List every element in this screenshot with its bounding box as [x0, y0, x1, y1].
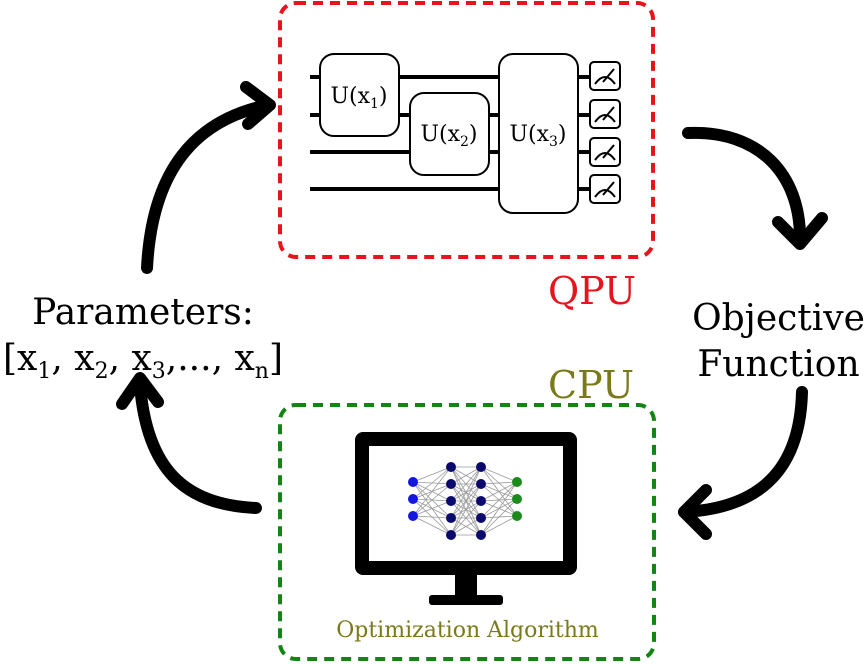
nn-node	[446, 513, 456, 523]
nn-node	[512, 511, 522, 521]
gate-u1: U(x1)	[319, 53, 400, 137]
measurement-meter-icon	[589, 137, 621, 167]
nn-node	[476, 479, 486, 489]
measurement-meter-icon	[589, 174, 621, 204]
nn-node	[476, 496, 486, 506]
arrow-cpu-to-parameters	[116, 372, 262, 514]
nn-edge	[480, 481, 518, 536]
nn-node	[446, 479, 456, 489]
parameters-title: Parameters:	[32, 292, 254, 333]
nn-edge	[450, 466, 482, 502]
nn-node	[512, 477, 522, 487]
objective-line-2: Function	[697, 344, 860, 385]
cpu-label: CPU	[548, 363, 635, 407]
gate-u1-label: U(x1)	[330, 84, 387, 112]
optimization-algorithm-caption: Optimization Algorithm	[336, 618, 599, 643]
measurement-meter-icon	[589, 99, 621, 129]
nn-edge	[480, 481, 518, 502]
measurement-meter-icon	[589, 61, 621, 91]
nn-edge	[412, 466, 452, 517]
nn-node	[408, 511, 418, 521]
nn-edge	[450, 466, 482, 519]
nn-edge	[450, 466, 482, 536]
gate-u1-index: 1	[370, 96, 379, 112]
nn-node	[476, 530, 486, 540]
nn-edge	[412, 483, 452, 517]
parameter-item: x2	[74, 338, 109, 385]
objective-function-label: Objective Function	[690, 296, 867, 388]
qpu-box	[278, 1, 655, 259]
gate-u2-label: U(x2)	[420, 122, 477, 150]
nn-edge	[480, 481, 518, 519]
nn-node	[446, 530, 456, 540]
cpu-box	[278, 403, 656, 661]
nn-edge	[412, 515, 452, 519]
nn-edge	[450, 466, 482, 485]
nn-edge	[412, 500, 452, 517]
nn-edge	[450, 517, 482, 536]
parameter-item: ...	[177, 338, 212, 379]
arrow-qpu-to-objective	[682, 126, 828, 250]
nn-edge	[480, 481, 518, 485]
gate-u3-label: U(x3)	[509, 122, 566, 150]
nn-node	[446, 462, 456, 472]
nn-node	[476, 462, 486, 472]
nn-node	[408, 477, 418, 487]
parameter-item: x3	[131, 338, 166, 385]
parameters-vector: [x1, x2, x3,..., xn]	[3, 338, 283, 385]
qpu-label: QPU	[548, 269, 637, 313]
neural-network-icon	[408, 462, 522, 540]
objective-line-1: Objective	[692, 298, 865, 339]
loop-arrows	[116, 81, 828, 540]
nn-edge	[480, 498, 518, 536]
arrow-objective-to-cpu	[678, 386, 808, 540]
nn-edge	[450, 483, 482, 536]
nn-edge	[412, 466, 452, 483]
gate-u3: U(x3)	[498, 53, 579, 214]
gate-u2: U(x2)	[409, 92, 490, 176]
parameter-item: x1	[17, 338, 52, 385]
nn-node	[512, 494, 522, 504]
nn-edge	[412, 466, 452, 500]
gate-u2-index: 2	[460, 134, 469, 150]
gate-u3-index: 3	[549, 134, 558, 150]
arrow-parameters-to-qpu	[141, 81, 276, 274]
nn-edge	[480, 515, 518, 536]
parameter-item: xn	[234, 338, 269, 385]
nn-node	[446, 496, 456, 506]
parameters-label: Parameters: [x1, x2, x3,..., xn]	[0, 290, 286, 395]
measurement-meters	[589, 61, 621, 204]
nn-node	[476, 513, 486, 523]
monitor-icon	[355, 432, 577, 605]
nn-edge	[450, 500, 482, 536]
nn-node	[408, 494, 418, 504]
nn-edge	[480, 466, 518, 483]
nn-edge	[412, 515, 452, 536]
